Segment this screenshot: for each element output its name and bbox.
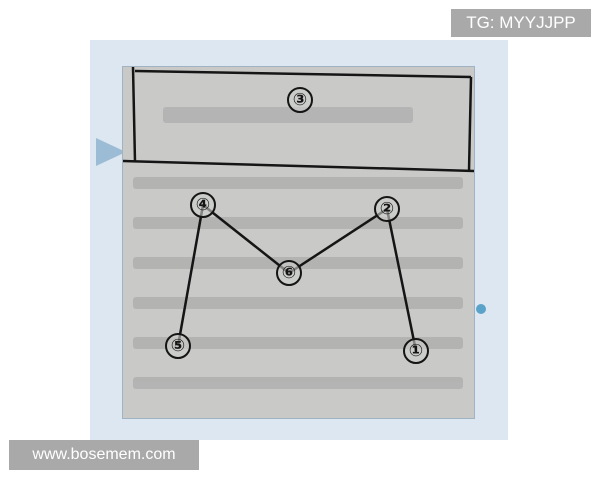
marker-4: ④ <box>190 192 216 218</box>
diagram-lines <box>123 67 474 389</box>
marker-3: ③ <box>287 87 313 113</box>
book-page-photo: ③ ④ ② ⑥ ⑤ ① <box>122 66 475 419</box>
watermark-bottom: www.bosemem.com <box>9 440 199 470</box>
line-2-1 <box>385 208 418 352</box>
frame-right-line <box>467 76 473 172</box>
marker-1: ① <box>403 338 429 364</box>
line-4-5 <box>176 204 205 347</box>
watermark-top: TG: MYYJJPP <box>451 9 591 37</box>
marker-2: ② <box>374 196 400 222</box>
dot-icon <box>476 304 486 314</box>
marker-6: ⑥ <box>276 260 302 286</box>
frame-left-line <box>131 67 137 163</box>
line-6-2 <box>288 207 388 275</box>
marker-5: ⑤ <box>165 333 191 359</box>
line-4-6 <box>202 204 290 274</box>
frame-divider-line <box>123 159 474 173</box>
frame-top-line <box>134 69 472 79</box>
paper-plane-icon <box>96 138 126 166</box>
